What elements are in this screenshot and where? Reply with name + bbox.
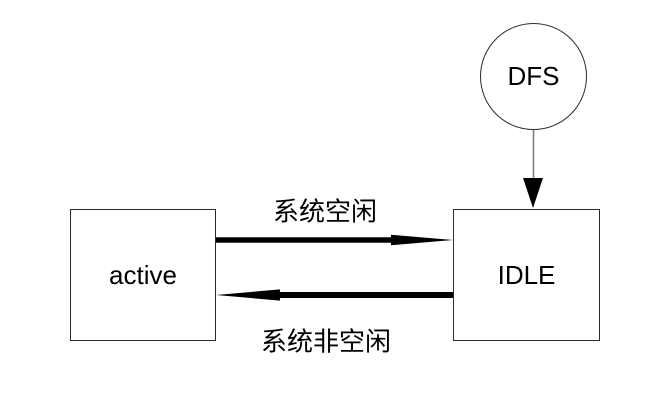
- arrowhead-down-icon: [523, 178, 543, 208]
- idle-state-box: IDLE: [453, 209, 600, 341]
- idle-state-label: IDLE: [497, 259, 556, 290]
- dfs-node-circle: DFS: [480, 23, 587, 130]
- dfs-node-label: DFS: [507, 61, 560, 91]
- edge-label-system-idle: 系统空闲: [272, 196, 378, 227]
- active-state-box: active: [70, 209, 216, 341]
- transition-arrow-dfs-to-idle: [523, 130, 543, 208]
- arrowhead-left-icon: [216, 289, 280, 301]
- transition-arrow-idle-to-active: [216, 289, 453, 301]
- arrowhead-right-icon: [391, 234, 453, 246]
- transition-arrow-active-to-idle: [216, 234, 453, 246]
- edge-label-system-not-idle: 系统非空闲: [260, 326, 392, 357]
- active-state-label: active: [109, 259, 177, 290]
